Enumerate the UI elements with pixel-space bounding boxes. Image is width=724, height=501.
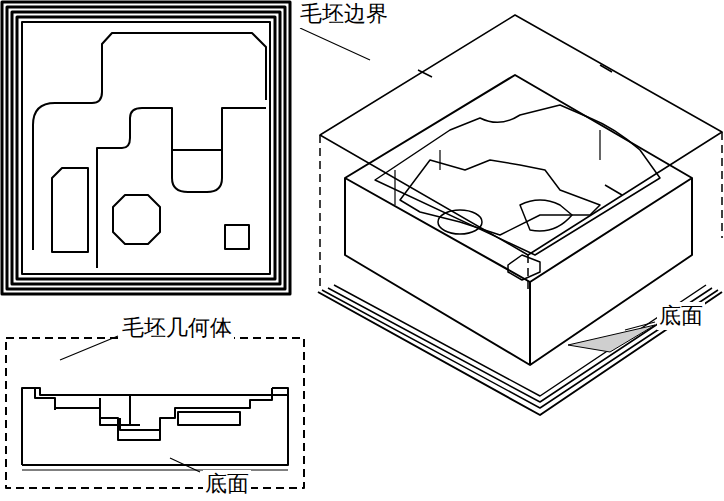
part-label: 毛坯几何体 [120, 314, 234, 342]
isometric-view [60, 15, 722, 472]
part-label: 毛坯边界 [298, 0, 390, 28]
section-view [6, 338, 304, 488]
part-label: 底面 [657, 302, 705, 330]
part-label: 底面 [203, 470, 251, 498]
plan-view [2, 2, 290, 294]
